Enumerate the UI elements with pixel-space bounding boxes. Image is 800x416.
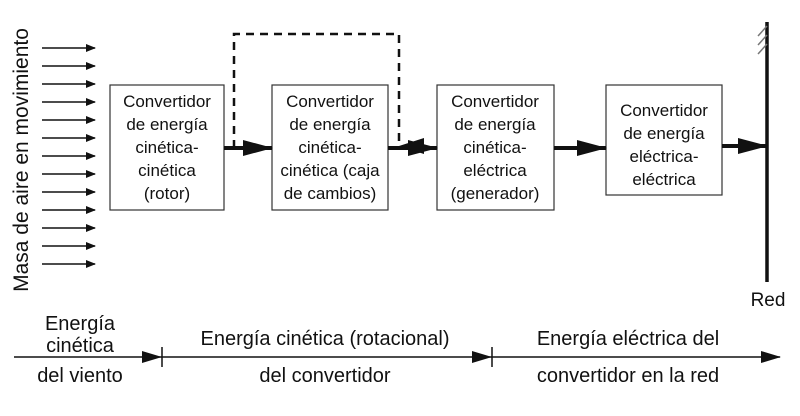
block-electrical-line-2: de energía — [623, 124, 705, 143]
band-wind-line-1: Energía — [45, 313, 116, 335]
wind-arrows — [42, 44, 96, 268]
block-rotor-line-1: Convertidor — [123, 92, 211, 111]
block-rotor-line-2: de energía — [126, 115, 208, 134]
side-label: Masa de aire en movimiento — [10, 28, 33, 292]
block-electrical-line-3: eléctrica- — [630, 147, 699, 166]
block-generator-line-5: (generador) — [451, 184, 540, 203]
grid-label: Red — [751, 290, 786, 311]
band-wind-line-3: del viento — [37, 365, 123, 387]
block-electrical-line-1: Convertidor — [620, 101, 708, 120]
grid-line — [757, 22, 769, 282]
energy-band — [14, 347, 781, 367]
band-rotational-line-1: Energía cinética (rotacional) — [200, 328, 449, 350]
block-rotor-line-5: (rotor) — [144, 184, 190, 203]
block-gearbox-line-2: de energía — [289, 115, 371, 134]
block-gearbox-line-4: cinética (caja — [280, 161, 380, 180]
block-rotor-line-3: cinética- — [135, 138, 198, 157]
band-electrical-line-1: Energía eléctrica del — [537, 328, 719, 350]
block-generator-line-1: Convertidor — [451, 92, 539, 111]
block-generator-line-4: eléctrica — [463, 161, 527, 180]
flow-arrows — [224, 138, 768, 156]
band-rotational-line-2: del convertidor — [259, 365, 391, 387]
block-electrical-line-4: eléctrica — [632, 170, 696, 189]
band-electrical-line-2: convertidor en la red — [537, 365, 719, 387]
block-rotor: Convertidor de energía cinética- cinétic… — [109, 84, 225, 211]
block-gearbox: Convertidor de energía cinética- cinétic… — [271, 84, 389, 211]
block-generator: Convertidor de energía cinética- eléctri… — [436, 84, 555, 211]
block-gearbox-line-3: cinética- — [298, 138, 361, 157]
band-wind-line-2: cinética — [46, 335, 115, 357]
block-gearbox-line-5: de cambios) — [284, 184, 377, 203]
dashed-control-path — [232, 32, 424, 154]
block-electrical-converter: Convertidor de energía eléctrica- eléctr… — [605, 84, 723, 196]
block-rotor-line-4: cinética — [138, 161, 196, 180]
block-gearbox-line-1: Convertidor — [286, 92, 374, 111]
block-generator-line-2: de energía — [454, 115, 536, 134]
block-generator-line-3: cinética- — [463, 138, 526, 157]
